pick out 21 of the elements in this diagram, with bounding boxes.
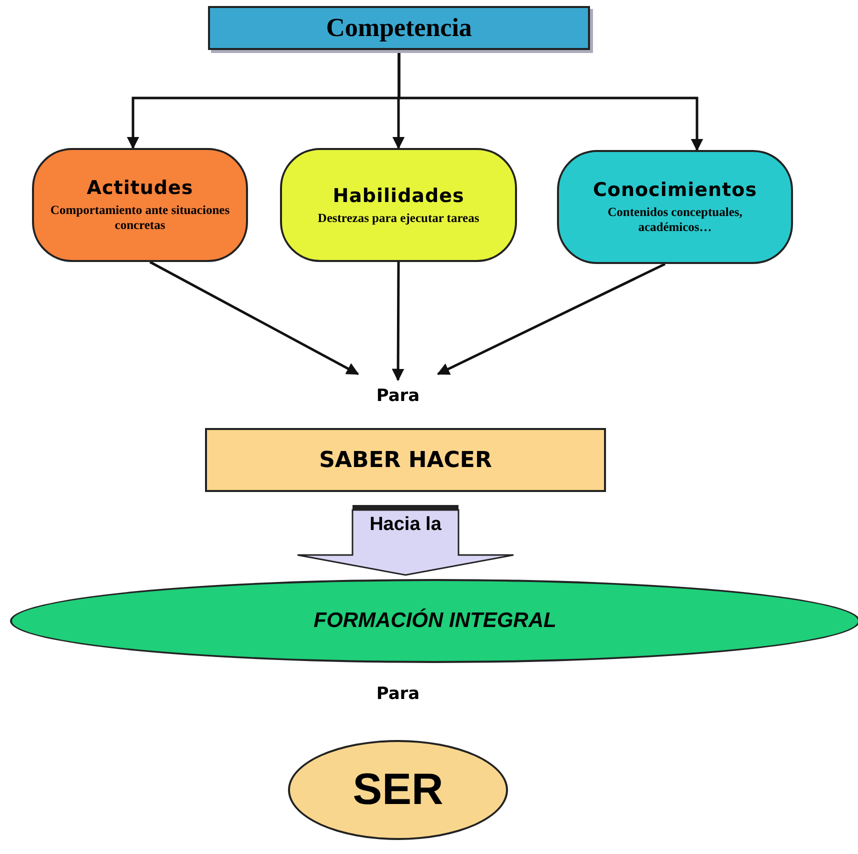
process-box xyxy=(32,148,248,262)
node-title: FORMACIÓN INTEGRAL xyxy=(314,609,556,633)
process-box xyxy=(205,428,606,492)
arrow xyxy=(436,262,666,376)
node-title: Conocimientos xyxy=(592,179,758,201)
node-title: Para xyxy=(376,386,420,406)
node-title: Competencia xyxy=(326,13,472,43)
arrow xyxy=(398,50,704,152)
node-description: Destrezas para ejecutar tareas xyxy=(318,210,480,226)
node-title: SABER HACER xyxy=(319,448,492,472)
title-box xyxy=(208,6,590,50)
node-title: Habilidades xyxy=(332,184,464,206)
arrow xyxy=(149,260,360,376)
node-description: Contenidos conceptuales, académicos… xyxy=(606,205,744,235)
arrow xyxy=(392,262,404,382)
process-box xyxy=(557,150,793,264)
node-description: Comportamiento ante situaciones concretas xyxy=(50,203,230,233)
node-title: SER xyxy=(352,765,444,815)
node-title: Actitudes xyxy=(86,177,194,199)
process-box xyxy=(280,148,517,262)
connector-text: Para xyxy=(375,684,421,704)
